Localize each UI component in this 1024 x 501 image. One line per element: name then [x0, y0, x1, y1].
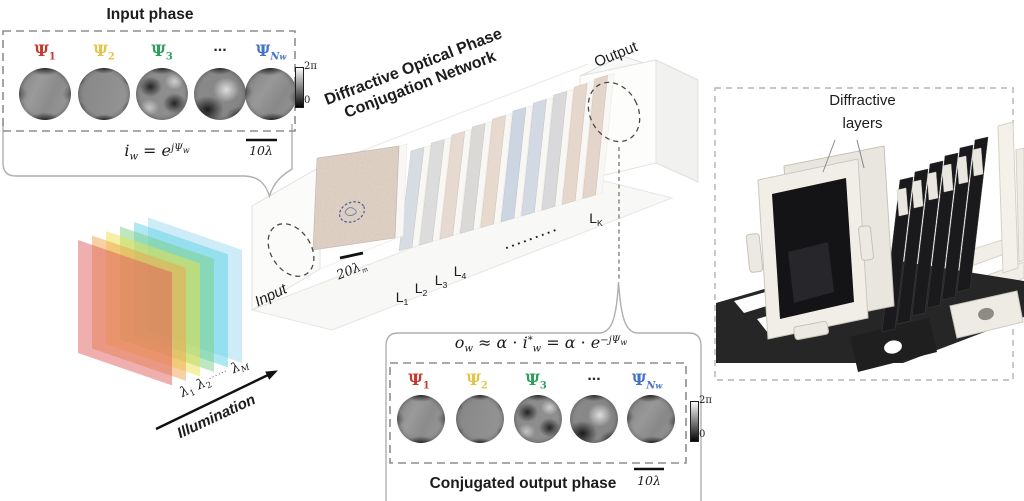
- illumination-sheets: [78, 217, 242, 386]
- photo-layer-slabs: [881, 136, 989, 333]
- output-psi1-label: Ψ1: [408, 370, 430, 392]
- diffractive-layers-photo: [716, 121, 1024, 372]
- output-callout: [385, 281, 702, 501]
- layer1-annotation: [338, 201, 366, 223]
- photo-caption-line1: Diffractive: [829, 92, 896, 109]
- output-phase-pattern-5: [627, 395, 675, 443]
- scale-bar-lines: [246, 138, 664, 471]
- output-phase-pattern-3: [514, 395, 562, 443]
- input-colorbar: [295, 67, 304, 108]
- input-colorbar-min: 0: [304, 95, 311, 106]
- layer-label-l3: L3: [434, 272, 448, 291]
- output-psi-ellipsis-label: ...: [587, 367, 601, 384]
- layer-label-l2: L2: [414, 280, 428, 299]
- output-phase-pattern-2: [456, 395, 504, 443]
- input-phase-pattern-5: [245, 68, 297, 120]
- output-psiN-label: ΨNw: [631, 370, 663, 392]
- output-phase-pattern-4: [570, 395, 618, 443]
- input-phase-title: Input phase: [106, 6, 194, 23]
- input-phase-pattern-2: [78, 68, 130, 120]
- input-phase-pattern-4: [194, 68, 246, 120]
- psi3-label: Ψ3: [151, 41, 173, 63]
- layer-label-l1: L1: [395, 289, 409, 308]
- output-formula: ow ≈ α · i*w = α · e−jΨw: [454, 333, 628, 355]
- psi1-label: Ψ1: [34, 41, 56, 63]
- illumination-arrow: [155, 370, 278, 431]
- output-phase-pattern-1: [397, 395, 445, 443]
- input-phase-pattern-3: [136, 68, 188, 120]
- network-prism: [250, 63, 674, 331]
- output-colorbar-max: 2π: [699, 395, 712, 406]
- layer-scale-bar-line: [339, 251, 364, 260]
- input-callout: [2, 124, 293, 199]
- input-scale-bar-label: 10λ: [249, 143, 273, 158]
- output-ellipse: [587, 81, 641, 143]
- input-formula: iw = ejΨw: [124, 141, 190, 163]
- output-scale-bar-label: 10λ: [637, 473, 661, 488]
- output-colorbar-min: 0: [699, 429, 706, 440]
- output-phase-dashed-box: [389, 362, 687, 464]
- output-psi3-label: Ψ3: [525, 370, 547, 392]
- psi2-label: Ψ2: [93, 41, 115, 63]
- layer-label-lk: LK: [589, 210, 603, 229]
- input-colorbar-max: 2π: [304, 61, 317, 72]
- output-psi2-label: Ψ2: [466, 370, 488, 392]
- psiN-label: ΨNw: [255, 41, 287, 63]
- output-phase-title: Conjugated output phase: [429, 475, 617, 492]
- photo-caption-line2: layers: [842, 115, 883, 132]
- photo-caption-pointer-lines: [822, 139, 865, 173]
- callout-outlines: [2, 124, 702, 501]
- psi-ellipsis-label: ...: [213, 38, 227, 55]
- input-phase-pattern-1: [19, 68, 71, 120]
- layer-label-l4: L4: [453, 263, 467, 282]
- output-colorbar: [690, 401, 699, 442]
- input-ellipse: [267, 223, 315, 277]
